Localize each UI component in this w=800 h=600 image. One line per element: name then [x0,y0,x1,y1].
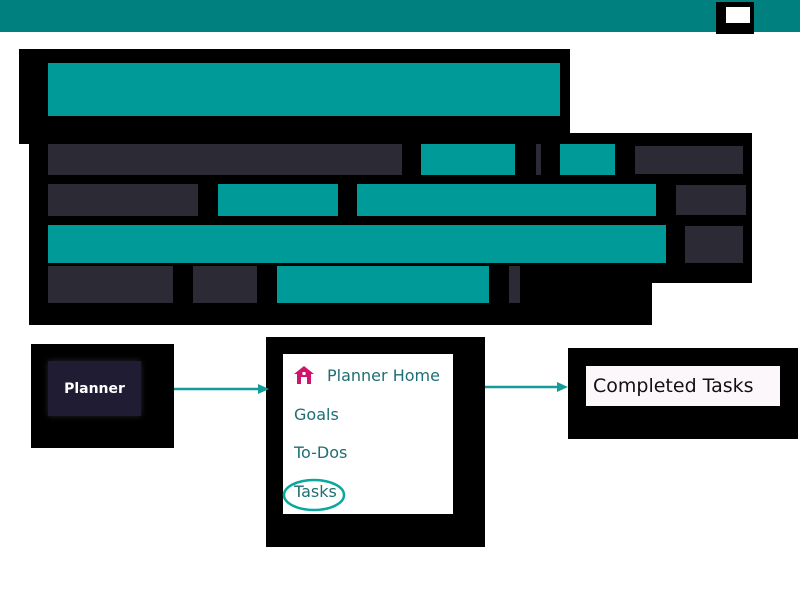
redacted-text-bar [48,266,173,303]
redacted-text-bar [685,226,743,263]
arrow-planner-to-menu [174,384,269,394]
home-icon [292,364,316,386]
redacted-text-bar [357,184,656,216]
top-bar [0,0,800,32]
window-control-icon [726,7,750,23]
planner-label: Planner [64,380,125,397]
completed-tasks-box[interactable]: Completed Tasks [586,366,780,406]
planner-menu [283,354,453,514]
redacted-text-bar [277,266,489,303]
redacted-text-bar [560,144,615,175]
redacted-title-bar [48,63,560,116]
redacted-text-bar [193,266,257,303]
redacted-text-bar [218,184,338,216]
redacted-text-bar [421,144,515,175]
menu-item-goals[interactable]: Goals [294,405,339,424]
redacted-text-bar [536,144,541,175]
redacted-text-bar [676,185,746,215]
tasks-highlight-circle [282,478,346,512]
arrow-menu-to-completed [485,382,568,392]
menu-item-tasks[interactable]: Tasks [294,482,337,501]
redacted-text-bar [509,266,520,303]
redacted-text-bar [48,225,666,263]
redacted-text-bar [635,146,743,174]
planner-button[interactable]: Planner [48,361,141,416]
redacted-text-bar [48,184,198,216]
menu-item-planner-home[interactable]: Planner Home [327,366,440,385]
menu-item-to-dos[interactable]: To-Dos [294,443,348,462]
redacted-text-bar [48,144,402,175]
